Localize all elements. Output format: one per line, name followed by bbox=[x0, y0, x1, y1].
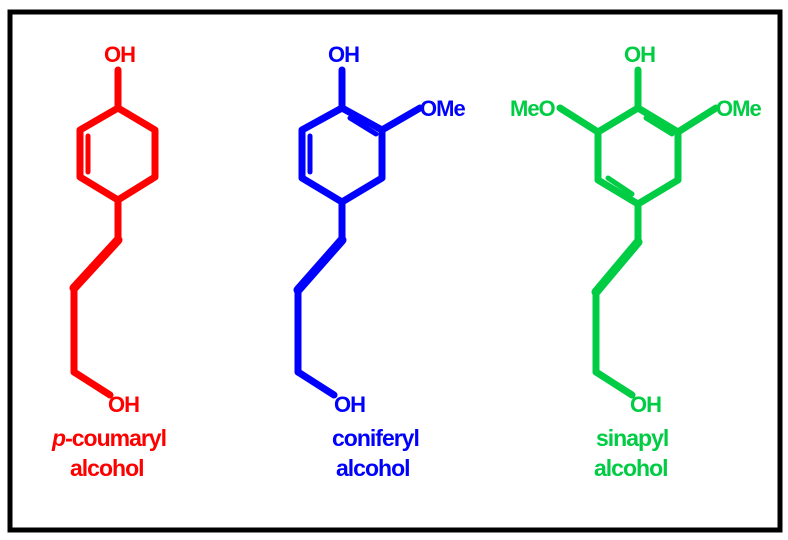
right-ome-label-2: OMe bbox=[716, 96, 761, 121]
caption-line2-1: alcohol bbox=[336, 455, 410, 481]
bond-chain-oh bbox=[70, 368, 114, 399]
caption-line1-2: sinapyl bbox=[596, 425, 668, 451]
caption-name-0: -coumaryl bbox=[65, 425, 166, 451]
caption-line2-2: alcohol bbox=[594, 455, 668, 481]
caption-line2-0: alcohol bbox=[70, 455, 144, 481]
caption-line1-0: p-coumaryl bbox=[51, 425, 166, 451]
ring-double-bond bbox=[347, 115, 379, 137]
ring-double-bond bbox=[643, 115, 675, 137]
bottom-oh-label-0: OH bbox=[108, 392, 139, 417]
bond-alkene bbox=[591, 237, 643, 297]
top-oh-label-0: OH bbox=[104, 42, 135, 67]
bond-chain-oh bbox=[592, 368, 636, 399]
top-oh-label-2: OH bbox=[624, 42, 655, 67]
bond-ring-meo bbox=[556, 104, 602, 136]
coniferyl-alcohol-structure bbox=[293, 66, 424, 399]
bond-alkene bbox=[293, 235, 347, 295]
benzene-ring bbox=[298, 104, 386, 206]
bottom-oh-label-1: OH bbox=[334, 392, 365, 417]
diagram-frame bbox=[7, 9, 783, 533]
caption-line1-1: coniferyl bbox=[332, 425, 419, 451]
bottom-oh-label-2: OH bbox=[630, 392, 661, 417]
sinapyl-alcohol-structure bbox=[556, 66, 720, 399]
benzene-ring bbox=[76, 104, 159, 204]
ring-double-bond-bottom bbox=[605, 175, 635, 197]
benzene-ring bbox=[594, 104, 682, 208]
bond-chain-oh bbox=[294, 368, 338, 399]
left-meo-label-2: MeO bbox=[510, 96, 556, 121]
bond-ring-ome bbox=[674, 104, 720, 136]
top-oh-label-1: OH bbox=[328, 42, 359, 67]
right-ome-label-1: OMe bbox=[420, 96, 465, 121]
caption-prefix-0: p bbox=[51, 425, 66, 451]
p-coumaryl-alcohol-structure bbox=[69, 66, 159, 399]
bond-ring-ome bbox=[378, 104, 424, 134]
bond-alkene bbox=[69, 235, 123, 293]
